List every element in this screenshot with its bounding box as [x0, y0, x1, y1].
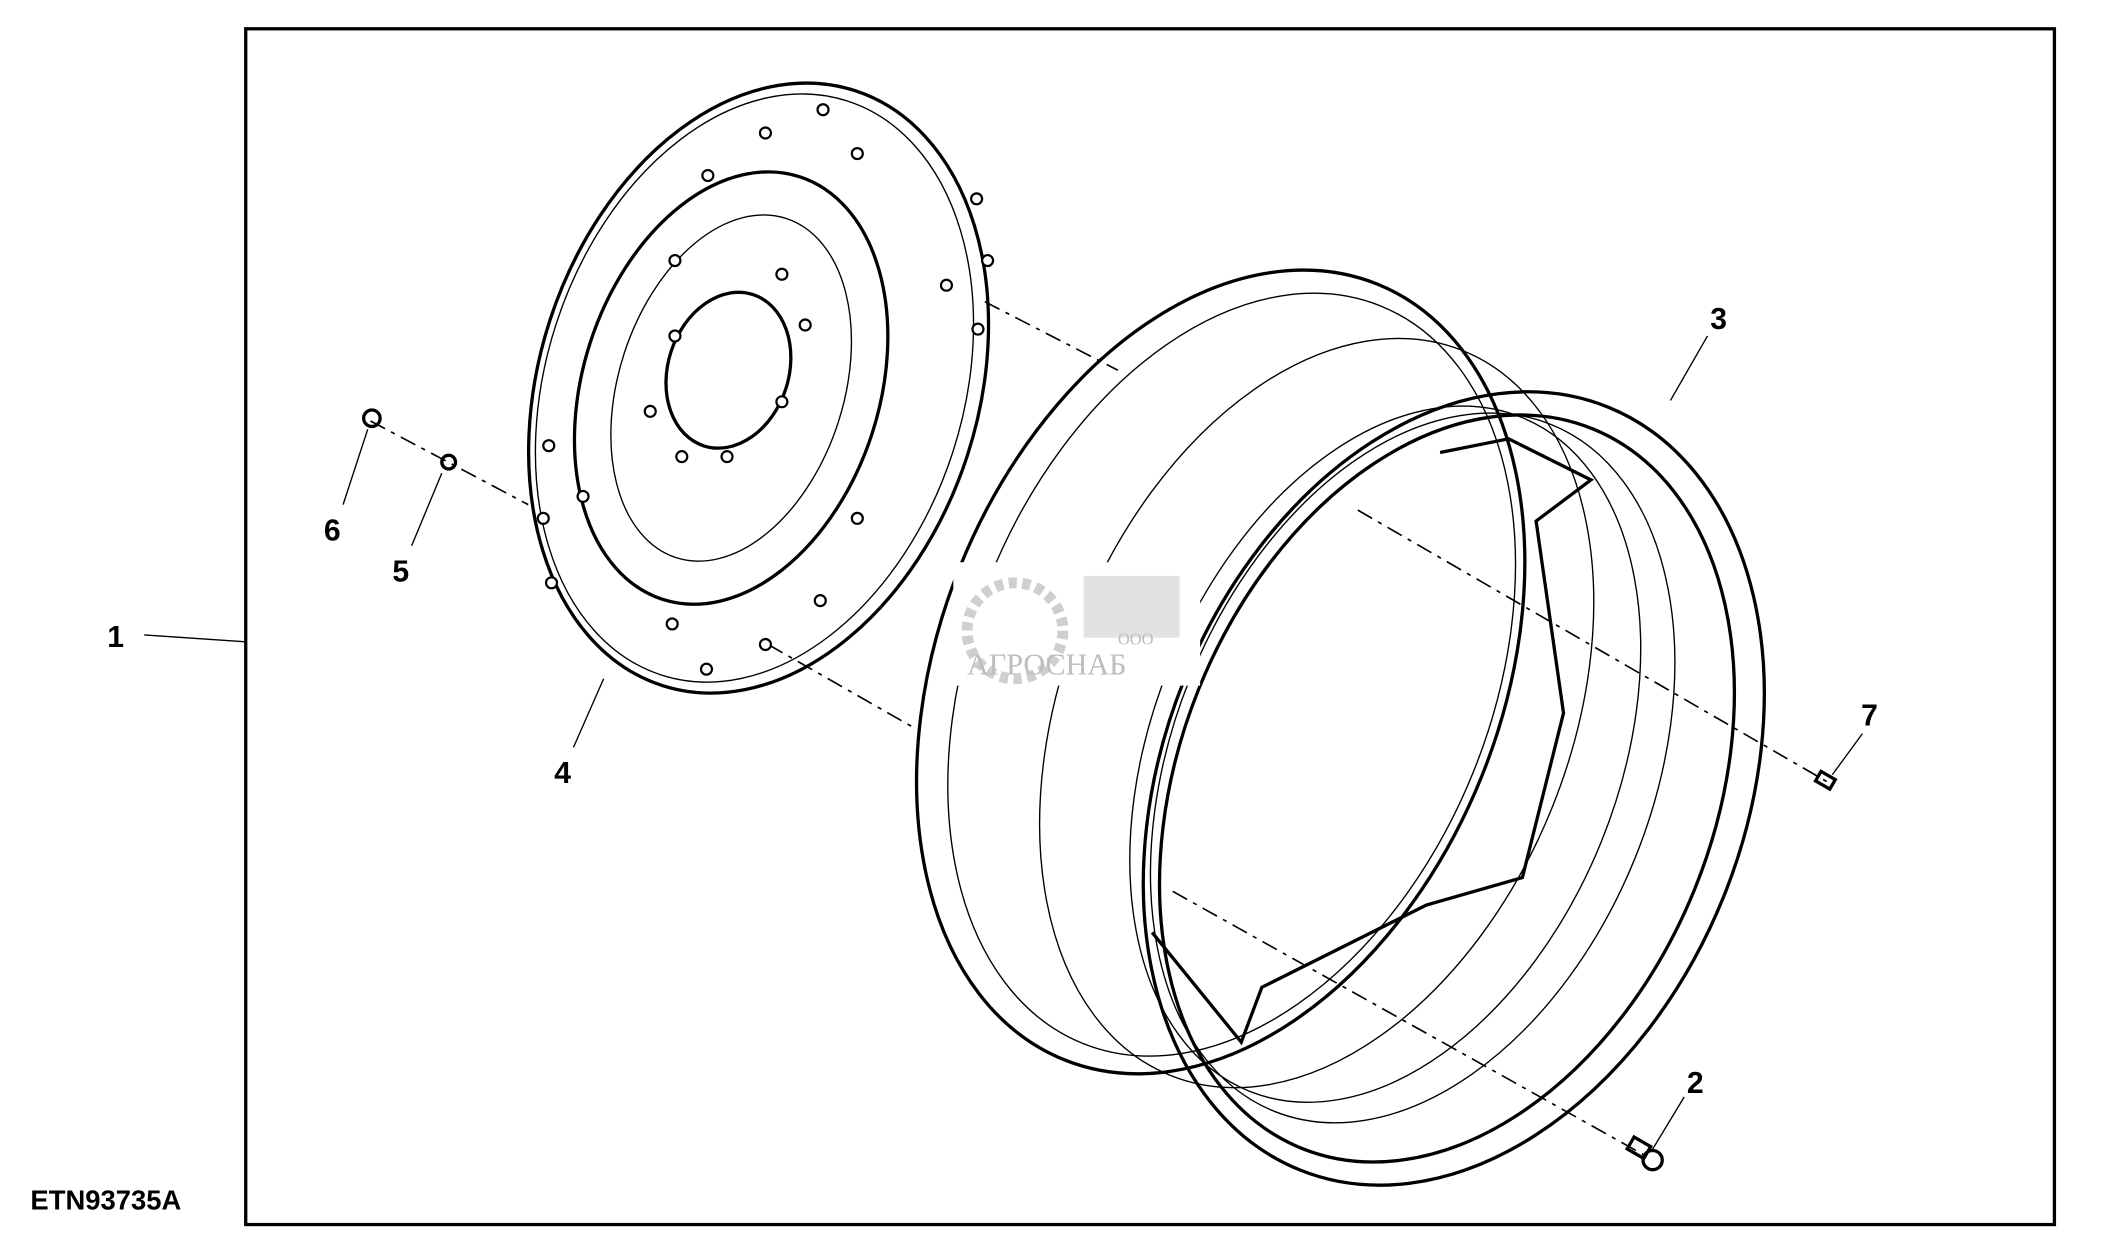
axis-line-upper: [370, 420, 529, 506]
disc-bolt-holes: [536, 103, 995, 676]
bolt-2: [1624, 1134, 1664, 1172]
valve-7: [1813, 769, 1838, 792]
watermark-prefix: ООО: [1118, 629, 1154, 648]
washer-5: [440, 453, 458, 471]
axis-line-bolt7: [1357, 509, 1828, 783]
callout-5: 5: [392, 555, 409, 588]
diagram-frame: [244, 27, 2057, 1227]
callout-3: 3: [1710, 303, 1727, 336]
watermark-name: АГРОСНАБ: [967, 648, 1126, 682]
callout-6: 6: [324, 514, 341, 547]
callout-4: 4: [554, 757, 571, 790]
nut-6: [362, 408, 382, 429]
axis-line-mid: [767, 643, 913, 728]
figure-id: ETN93735A: [30, 1184, 181, 1215]
watermark-logo: ООО АГРОСНАБ: [953, 562, 1201, 686]
wheel-rim: [914, 268, 1766, 1187]
axis-line-upper2: [984, 300, 1119, 371]
callout-2: 2: [1687, 1067, 1704, 1100]
axis-line-bolt2: [1172, 890, 1647, 1157]
callout-1: 1: [107, 621, 124, 654]
callout-7: 7: [1861, 699, 1878, 732]
wheel-disc: [526, 81, 995, 695]
